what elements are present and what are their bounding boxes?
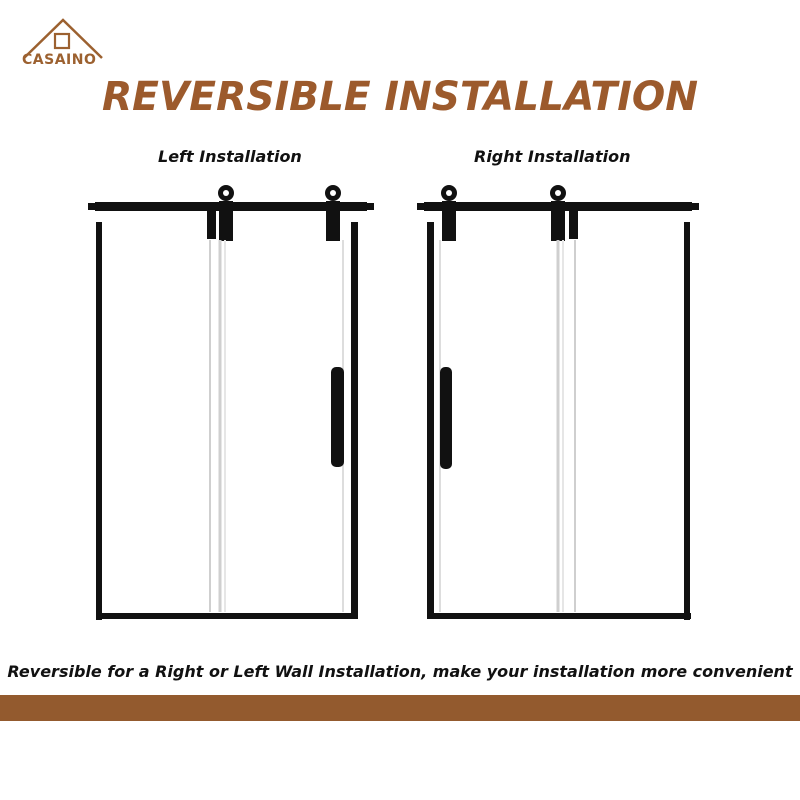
- house-logo-icon: [23, 18, 103, 59]
- page-title: REVERSIBLE INSTALLATION: [101, 74, 699, 120]
- brand-color-band: [0, 695, 800, 721]
- left-installation-label: Left Installation: [158, 147, 302, 166]
- right-door-illustration: [417, 185, 699, 620]
- left-door-illustration: [88, 185, 374, 620]
- brand-logo-text: CASAINO: [22, 52, 97, 68]
- installation-caption: Reversible for a Right or Left Wall Inst…: [7, 662, 793, 681]
- right-installation-label: Right Installation: [474, 147, 631, 166]
